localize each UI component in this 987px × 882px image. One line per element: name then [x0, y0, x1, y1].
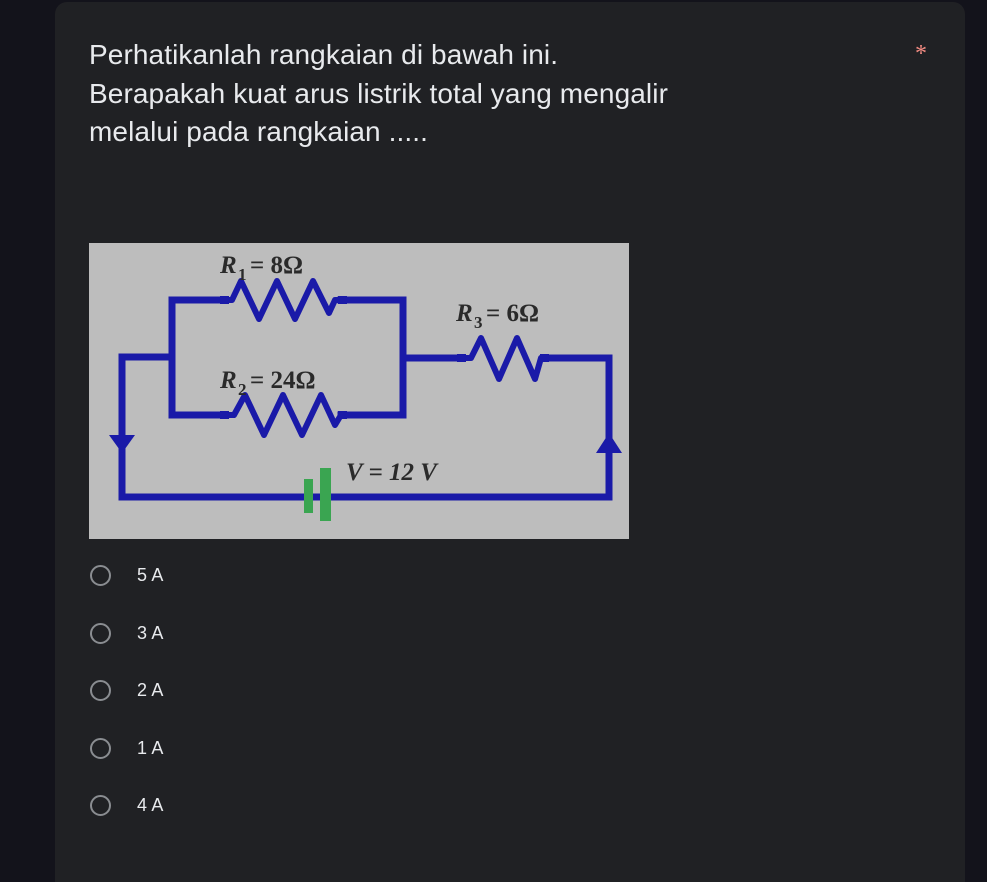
- radio-button-4[interactable]: [90, 795, 111, 816]
- radio-button-1[interactable]: [90, 622, 111, 644]
- option-label-1: 3 A: [137, 622, 164, 643]
- option-row-4[interactable]: 4 A: [90, 786, 790, 825]
- r1-label: R: [219, 252, 237, 279]
- radio-button-3[interactable]: [90, 737, 111, 759]
- svg-text:3: 3: [474, 313, 483, 332]
- radio-button-2[interactable]: [90, 680, 111, 701]
- svg-text:= 8Ω: = 8Ω: [250, 252, 303, 279]
- option-label-4: 4 A: [137, 795, 164, 815]
- svg-text:2: 2: [238, 380, 247, 399]
- radio-button-0[interactable]: [90, 565, 111, 586]
- svg-text:1: 1: [238, 265, 247, 284]
- r3-label: R: [455, 300, 473, 327]
- option-row-0[interactable]: 5 A: [90, 556, 790, 595]
- svg-text:= 24Ω: = 24Ω: [250, 367, 316, 394]
- option-label-0: 5 A: [137, 565, 164, 585]
- answer-options-list: 5 A 3 A 2 A 1 A 4 A: [90, 556, 790, 844]
- option-row-3[interactable]: 1 A: [90, 729, 790, 768]
- required-asterisk: *: [915, 41, 927, 67]
- option-label-2: 2 A: [137, 680, 164, 700]
- circuit-diagram-image: R 1 = 8Ω R 2 = 24Ω R 3 = 6Ω V = 12 V: [89, 243, 629, 539]
- question-text: Perhatikanlah rangkaian di bawah ini. Be…: [89, 39, 668, 147]
- option-label-3: 1 A: [137, 737, 164, 758]
- quiz-page: * Perhatikanlah rangkaian di bawah ini. …: [55, 2, 965, 882]
- voltage-label: V = 12 V: [346, 459, 439, 486]
- option-row-2[interactable]: 2 A: [90, 671, 790, 710]
- r2-label: R: [219, 367, 237, 394]
- option-row-1[interactable]: 3 A: [90, 614, 790, 653]
- svg-text:= 6Ω: = 6Ω: [486, 300, 539, 327]
